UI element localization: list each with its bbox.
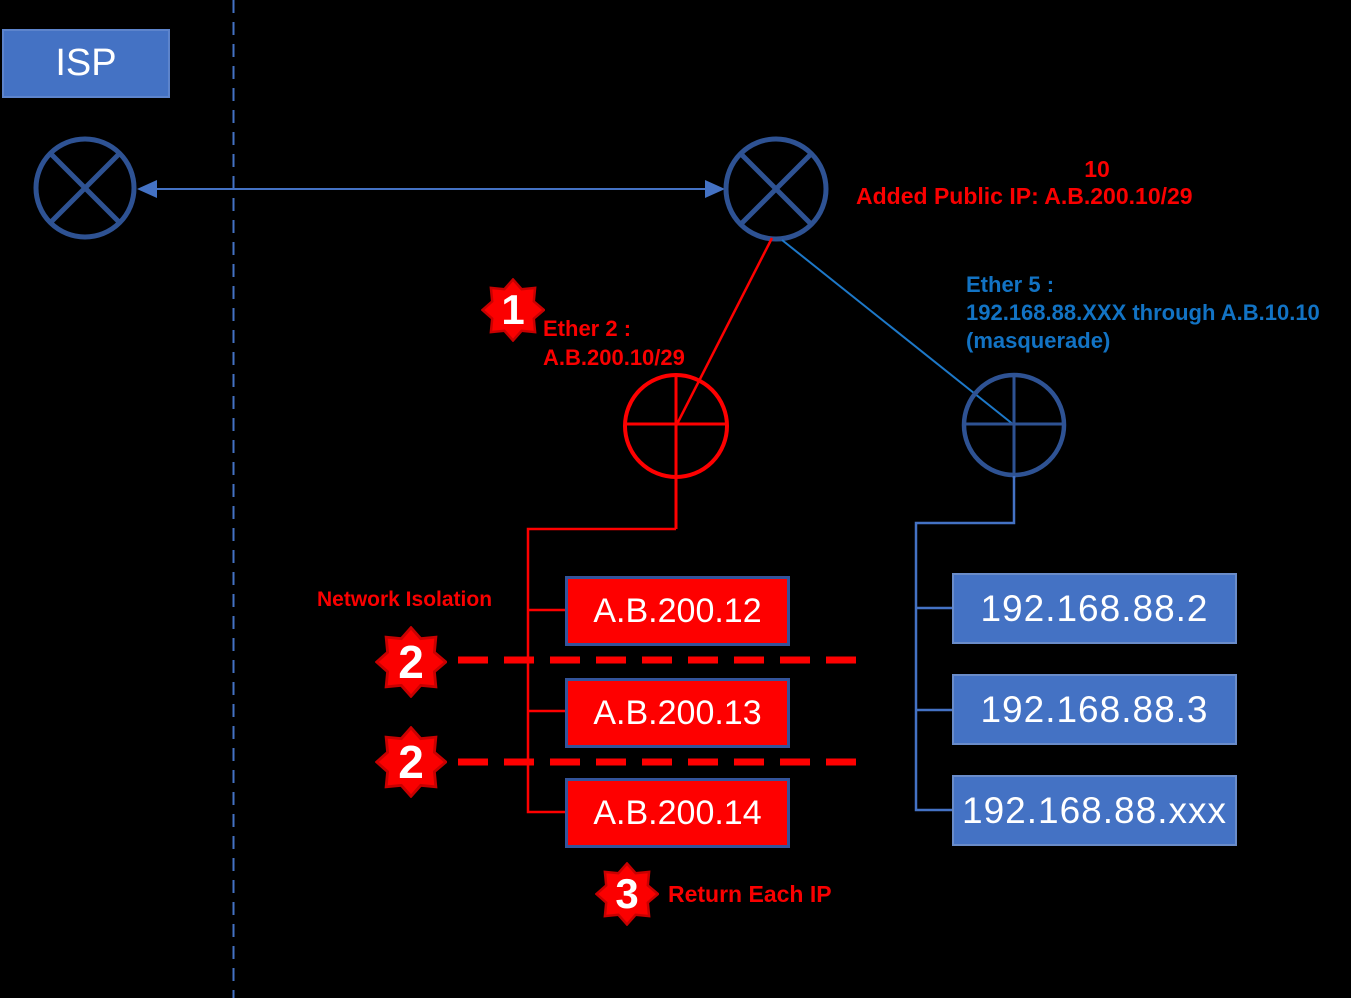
gateway-router-icon xyxy=(723,136,829,242)
isp-box: ISP xyxy=(2,29,170,98)
isp-router-icon xyxy=(33,136,137,240)
ether5-label: Ether 5 : 192.168.88.XXX through A.B.10.… xyxy=(966,271,1320,355)
step-badge-2b-number: 2 xyxy=(398,736,424,788)
private-ip-box-label: 192.168.88.xxx xyxy=(962,789,1227,831)
ether2-interface-icon xyxy=(623,373,729,529)
ether5-label-line2: 192.168.88.XXX through A.B.10.10 xyxy=(966,300,1320,325)
step-badge-2b: 2 xyxy=(375,726,447,798)
public-ip-bus-line xyxy=(526,527,676,814)
arrowhead-left-icon xyxy=(137,180,157,198)
star-burst-icon xyxy=(375,726,447,798)
private-ip-box: 192.168.88.xxx xyxy=(952,775,1237,846)
public-ip-box-label: A.B.200.13 xyxy=(593,693,762,732)
public-ip-box-label: A.B.200.12 xyxy=(593,591,762,630)
private-ip-box: 192.168.88.3 xyxy=(952,674,1237,745)
private-ip-bus-line xyxy=(914,476,1016,812)
step-badge-1-number: 1 xyxy=(501,286,525,333)
step-badge-2a-number: 2 xyxy=(398,636,424,688)
public-ip-box-label: A.B.200.14 xyxy=(593,793,762,832)
return-each-ip-label: Return Each IP xyxy=(668,881,832,907)
ether5-label-line3: (masquerade) xyxy=(966,328,1111,353)
private-ip-box: 192.168.88.2 xyxy=(952,573,1237,644)
wan-link-arrow xyxy=(137,180,725,198)
step-badge-3: 3 xyxy=(595,862,659,926)
ether2-label: Ether 2 : A.B.200.10/29 xyxy=(543,314,685,372)
public-ip-box: A.B.200.13 xyxy=(565,678,790,748)
ether5-label-line1: Ether 5 : xyxy=(966,272,1055,297)
star-burst-icon xyxy=(481,278,545,342)
arrowhead-right-icon xyxy=(705,180,725,198)
step-badge-3-number: 3 xyxy=(615,870,639,917)
public-ip-box: A.B.200.12 xyxy=(565,576,790,646)
ether2-link-line xyxy=(674,237,774,427)
star-burst-icon xyxy=(375,626,447,698)
ether2-label-line2: A.B.200.10/29 xyxy=(543,345,685,370)
public-ip-note-line2: Added Public IP: A.B.200.10/29 xyxy=(856,183,1193,209)
isp-label: ISP xyxy=(55,42,117,84)
step-badge-2a: 2 xyxy=(375,626,447,698)
public-ip-box: A.B.200.14 xyxy=(565,778,790,848)
step-badge-1: 1 xyxy=(481,278,545,342)
ether2-label-line1: Ether 2 : xyxy=(543,316,632,341)
ether5-interface-icon xyxy=(961,372,1067,478)
private-ip-box-label: 192.168.88.3 xyxy=(980,688,1209,730)
private-ip-box-label: 192.168.88.2 xyxy=(980,587,1209,629)
network-isolation-label: Network Isolation xyxy=(317,588,493,611)
star-burst-icon xyxy=(595,862,659,926)
public-ip-note-line1: 10 xyxy=(1084,156,1110,182)
